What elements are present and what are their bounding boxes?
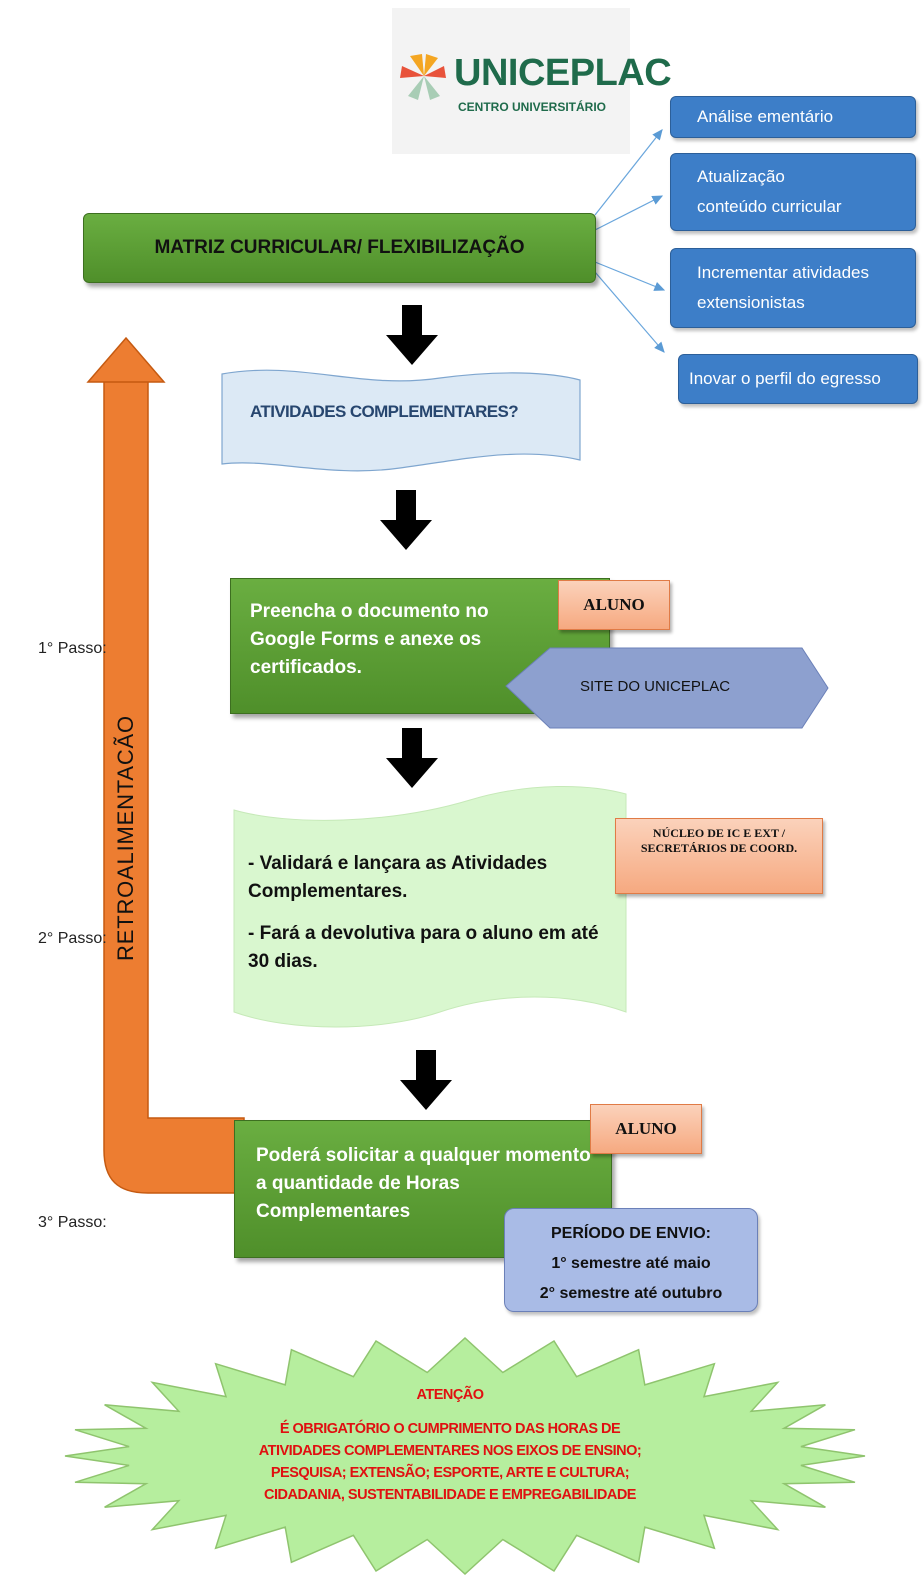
attention-title: ATENÇÃO bbox=[416, 1387, 484, 1403]
step-3-label: 3° Passo: bbox=[38, 1214, 107, 1231]
down-arrow-icon bbox=[386, 305, 438, 365]
attention-line: É OBRIGATÓRIO O CUMPRIMENTO DAS HORAS DE bbox=[279, 1421, 621, 1437]
role-label: ALUNO bbox=[615, 1119, 677, 1138]
step-2-document bbox=[233, 785, 627, 1028]
attention-line: CIDADANIA, SUSTENTABILIDADE E EMPREGABIL… bbox=[264, 1487, 636, 1503]
step-1-text: Preencha o documento no Google Forms e a… bbox=[250, 601, 489, 678]
down-arrow-icon bbox=[400, 1050, 452, 1110]
branch-analise-ementario: Análise ementário bbox=[670, 96, 916, 138]
attention-line: PESQUISA; EXTENSÃO; ESPORTE, ARTE E CULT… bbox=[270, 1465, 630, 1481]
logo-title: UNICEPLAC bbox=[454, 52, 672, 94]
step-1-label: 1° Passo: bbox=[38, 640, 107, 657]
logo bbox=[392, 8, 630, 154]
logo-mark-icon bbox=[400, 54, 446, 100]
branch-incrementar: Incrementar atividades extensionistas bbox=[670, 248, 916, 328]
step-1-role-badge: ALUNO bbox=[558, 580, 670, 630]
attention-content: ATENÇÃO É OBRIGATÓRIO O CUMPRIMENTO DAS … bbox=[240, 1384, 660, 1506]
attention-line: ATIVIDADES COMPLEMENTARES NOS EIXOS DE E… bbox=[258, 1443, 642, 1459]
complementary-label: ATIVIDADES COMPLEMENTARES? bbox=[250, 402, 519, 421]
complementary-banner bbox=[221, 369, 581, 472]
step-3-text: Poderá solicitar a qualquer momento a qu… bbox=[256, 1145, 591, 1222]
step-2-label: 2° Passo: bbox=[38, 930, 107, 947]
branch-inovar: Inovar o perfil do egresso bbox=[678, 354, 918, 404]
step-2-line-2: - Fará a devolutiva para o aluno em até … bbox=[248, 923, 599, 972]
branch-label: Atualização conteúdo curricular bbox=[697, 167, 842, 216]
period-box: PERÍODO DE ENVIO: 1° semestre até maio 2… bbox=[504, 1208, 758, 1312]
role-label: ALUNO bbox=[583, 595, 645, 614]
step-2-line-1: - Validará e lançara as Atividades Compl… bbox=[248, 853, 548, 902]
branch-label: Análise ementário bbox=[697, 107, 834, 126]
period-second: 2° semestre até outubro bbox=[539, 1285, 723, 1302]
period-first: 1° semestre até maio bbox=[551, 1255, 711, 1272]
down-arrow-icon bbox=[380, 490, 432, 550]
period-title: PERÍODO DE ENVIO: bbox=[550, 1225, 712, 1242]
branch-label: Incrementar atividades extensionistas bbox=[697, 263, 869, 312]
branch-label: Inovar o perfil do egresso bbox=[689, 369, 881, 388]
logo-subtitle: CENTRO UNIVERSITÁRIO bbox=[458, 100, 607, 114]
matrix-label: MATRIZ CURRICULAR/ FLEXIBILIZAÇÃO bbox=[154, 237, 525, 258]
site-pentagon bbox=[505, 647, 829, 729]
branch-atualizacao: Atualização conteúdo curricular bbox=[670, 153, 916, 231]
role-label: NÚCLEO DE IC E EXT / SECRETÁRIOS DE COOR… bbox=[640, 826, 798, 855]
step-2-role-badge: NÚCLEO DE IC E EXT / SECRETÁRIOS DE COOR… bbox=[615, 818, 823, 894]
down-arrow-icon bbox=[386, 728, 438, 788]
site-label: SITE DO UNICEPLAC bbox=[580, 678, 731, 695]
matrix-box: MATRIZ CURRICULAR/ FLEXIBILIZAÇÃO bbox=[83, 213, 596, 283]
step-3-role-badge: ALUNO bbox=[590, 1104, 702, 1154]
